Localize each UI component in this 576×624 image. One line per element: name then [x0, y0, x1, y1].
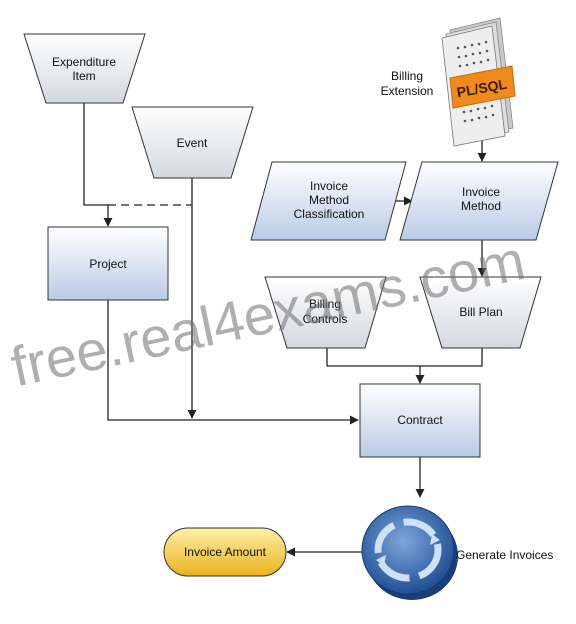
svg-text:Billing: Billing: [391, 69, 423, 83]
svg-text:Expenditure: Expenditure: [52, 55, 116, 69]
svg-text:Classification: Classification: [294, 207, 365, 221]
imc-line1: Invoice: [310, 179, 348, 193]
svg-text:Controls: Controls: [303, 312, 348, 326]
billing-controls-line2: Controls: [303, 312, 348, 326]
billing-controls-node: Billing Controls: [264, 276, 387, 349]
event-label: Event: [177, 136, 208, 150]
svg-text:Method: Method: [309, 193, 349, 207]
im-line1: Invoice: [462, 185, 500, 199]
connector-expenditure-to-project: [83, 103, 113, 227]
connector-project-to-contract: [107, 300, 359, 425]
generate-invoices-icon: [361, 505, 458, 600]
invoice-method-node: Invoice Method: [399, 161, 559, 241]
bill-plan-node: Bill Plan: [419, 276, 542, 349]
generate-invoices-label: Generate Invoices: [456, 548, 553, 562]
imc-line3: Classification: [294, 207, 365, 221]
expenditure-item-line2: Item: [72, 69, 95, 83]
invoice-method-classification-node: Invoice Method Classification: [250, 161, 407, 241]
svg-text:Extension: Extension: [381, 84, 434, 98]
svg-text:Invoice: Invoice: [462, 185, 500, 199]
plsql-extension-icon: PL/SQL: [441, 17, 516, 147]
expenditure-item-line1: Expenditure: [52, 55, 116, 69]
billing-extension-line2: Extension: [381, 84, 434, 98]
project-label: Project: [89, 257, 127, 271]
expenditure-item-node: Expenditure Item: [23, 33, 146, 104]
document-dots: [456, 40, 495, 123]
svg-text:Invoice: Invoice: [310, 179, 348, 193]
bill-plan-label: Bill Plan: [459, 305, 502, 319]
svg-text:Method: Method: [461, 199, 501, 213]
contract-label: Contract: [397, 413, 443, 427]
im-line2: Method: [461, 199, 501, 213]
contract-node: Contract: [359, 383, 481, 458]
billing-extension-line1: Billing: [391, 69, 423, 83]
svg-text:Billing: Billing: [309, 297, 341, 311]
billing-controls-line1: Billing: [309, 297, 341, 311]
event-node: Event: [131, 106, 254, 179]
invoice-amount-node: Invoice Amount: [163, 527, 287, 577]
svg-text:Item: Item: [72, 69, 95, 83]
project-node: Project: [47, 226, 169, 301]
imc-line2: Method: [309, 193, 349, 207]
connector-billplan-to-contract: [420, 348, 483, 367]
invoice-amount-label: Invoice Amount: [184, 545, 267, 559]
connector-billingcontrols-to-contract: [326, 348, 425, 384]
